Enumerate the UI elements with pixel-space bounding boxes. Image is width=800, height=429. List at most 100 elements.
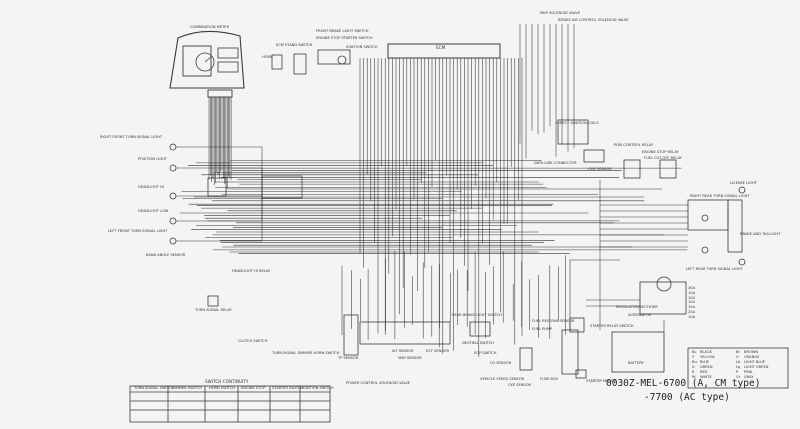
legend-name: GREEN — [700, 365, 713, 370]
fuse-item: 20A — [688, 309, 696, 314]
legend-name: BLUE — [700, 360, 710, 365]
label-brake-tail: BRAKE AND TAILLIGHT — [740, 232, 781, 236]
meter-connector — [207, 89, 233, 98]
part-number-line1: 0030Z-MEL-6700 (A, CM type) — [606, 378, 761, 389]
label-front-brake: FRONT BRAKE LIGHT SWITCH — [316, 29, 369, 33]
label-headlight-hi: HEADLIGHT HI — [138, 185, 164, 189]
combination-meter — [169, 30, 245, 89]
legend-name: PINK — [744, 370, 753, 375]
label-rf-turn: RIGHT FRONT TURN SIGNAL LIGHT — [100, 135, 163, 139]
label-rr-turn: RIGHT REAR TURN SIGNAL LIGHT — [690, 194, 750, 198]
label-fuel-reserve: FUEL RESERVE SENSOR — [532, 319, 575, 323]
label-lr-turn: LEFT REAR TURN SIGNAL LIGHT — [686, 267, 743, 271]
label-lf-turn: LEFT FRONT TURN SIGNAL LIGHT — [108, 229, 168, 233]
label-vs-sensor: VEHICLE SPEED SENSOR — [480, 377, 525, 381]
label-ecm: ECM — [436, 45, 446, 50]
switch-continuity-table — [129, 385, 331, 423]
label-cmp-sensor: CMP SENSOR — [588, 167, 612, 171]
legend-code: Gr — [736, 375, 741, 380]
label-bank-angle: BANK ANGLE SENSOR — [146, 253, 186, 257]
label-license-light: LICENSE LIGHT — [730, 181, 757, 185]
legend-code: Lb — [736, 360, 741, 365]
ecm-box — [387, 43, 501, 59]
legend-code: Y — [692, 355, 695, 360]
label-engine-stop: ENGINE STOP STARTER SWITCH — [316, 36, 373, 40]
label-position-light: POSITION LIGHT — [138, 157, 167, 161]
fuse-item: 10A — [688, 295, 696, 300]
label-iat-sensor: IAT SENSOR — [392, 349, 414, 353]
legend-code: O — [736, 355, 739, 360]
fuse-item: 10A — [688, 290, 696, 295]
fuse-item: 30A — [688, 286, 696, 290]
label-alternator: ALTERNATOR — [628, 313, 652, 317]
legend-name: WHITE — [700, 375, 712, 380]
legend-name: YELLOW — [700, 355, 715, 360]
label-headlight-low: HEADLIGHT LOW — [138, 209, 169, 213]
legend-code: Br — [736, 350, 740, 354]
label-direct-ignition: DIRECT IGNITION COILS — [556, 121, 599, 125]
label-horn: HORN — [262, 55, 273, 59]
legend-code: Bu — [692, 360, 697, 365]
legend-code: Lg — [736, 365, 741, 370]
battery-box — [611, 331, 665, 373]
label-battery: BATTERY — [628, 361, 644, 365]
part-number-block: 0030Z-MEL-6700 (A, CM type) -7700 (AC ty… — [606, 378, 760, 403]
legend-code: P — [736, 370, 739, 375]
fuse-list: 30A 10A 10A 10A 15A 20A 10A — [688, 286, 696, 320]
legend-code: G — [692, 365, 695, 370]
label-turn-relay: TURN SIGNAL RELAY — [195, 308, 232, 312]
label-clutch-switch: CLUTCH SWITCH — [238, 339, 268, 343]
label-turn-dimmer-horn: TURN SIGNAL DIMMER HORN SWITCH — [272, 351, 340, 355]
legend-name: LIGHT GREEN — [744, 365, 769, 370]
label-engine-stop-relay: ENGINE STOP RELAY — [642, 150, 679, 154]
part-number-line2: -7700 (AC type) — [644, 392, 730, 403]
front-lamps — [169, 143, 219, 307]
sc-horn-header: HORN SWITCH — [209, 386, 235, 390]
legend-name: BROWN — [744, 350, 759, 354]
label-main-relay: PGM CONTROL RELAY — [614, 143, 654, 147]
label-starter-motor: STARTER MOTOR — [586, 379, 617, 383]
label-headlight-relay: HEADLIGHT HI RELAY — [232, 269, 271, 273]
label-regulator: REGULATOR/RECTIFIER — [616, 305, 658, 309]
label-switch-continuity: SWITCH CONTINUITY — [205, 379, 249, 384]
starter-relay-box — [561, 329, 579, 375]
label-o2-sensor: O2 SENSOR — [490, 361, 512, 365]
legend-code: W — [692, 375, 696, 380]
label-neutral-switch: NEUTRAL SWITCH — [462, 341, 494, 345]
label-ignition-switch: IGNITION SWITCH — [346, 45, 378, 49]
legend-code: R — [692, 370, 695, 375]
label-rear-brake: REAR BRAKE LIGHT SWITCH — [452, 313, 502, 317]
label-power-control: POWER CONTROL SOLENOID VALVE — [346, 381, 411, 385]
label-ckp-sensor: CKP SENSOR — [508, 383, 532, 387]
label-data-link: DATA LINK CONNECTOR — [534, 161, 577, 165]
label-ecm-stand: ECM STAND SWITCH — [276, 43, 313, 47]
legend-name: BLACK — [700, 350, 712, 354]
rear-lamps — [687, 186, 746, 266]
label-eop-switch: EOP SWITCH — [474, 351, 497, 355]
legend-name: GRAY — [744, 375, 754, 380]
sc-turn-header: TURN SIGNAL SWITCH — [134, 386, 174, 390]
sc-engine-stop-header: ENGINE STOP — [241, 386, 266, 390]
wire-harness — [176, 24, 688, 357]
label-tp-sensor: TP SENSOR — [338, 356, 359, 360]
label-map-sensor: MAP SENSOR — [398, 356, 422, 360]
sc-dimmer-header: DIMMER SWITCH — [172, 386, 203, 390]
label-intake-valve: INTAKE AIR CONTROL SOLENOID VALVE — [558, 18, 629, 22]
sc-starter-header: STARTER SWITCH — [272, 386, 304, 390]
color-legend: BL BLACK Br BROWN Y YELLOW O ORANGE Bu B… — [692, 350, 786, 380]
label-fuse-box: FUSE BOX — [540, 377, 558, 381]
fuse-item: 10A — [688, 314, 696, 319]
label-ect-sensor: ECT SENSOR — [426, 349, 449, 353]
legend-code: BL — [692, 350, 697, 354]
legend-name: ORANGE — [744, 355, 760, 360]
label-starter-relay: STARTER RELAY SWITCH — [590, 324, 634, 328]
legend-name: LIGHT BLUE — [744, 360, 766, 365]
label-combination-meter: COMBINATION METER — [190, 25, 230, 29]
label-fuel-pump: FUEL PUMP — [532, 327, 553, 331]
legend-name: RED — [700, 370, 708, 375]
label-pair-valve: PAIR SOLENOID VALVE — [540, 11, 580, 15]
fuse-item: 10A — [688, 300, 696, 305]
label-fuel-cutoff-relay: FUEL CUT-OFF RELAY — [644, 156, 682, 160]
